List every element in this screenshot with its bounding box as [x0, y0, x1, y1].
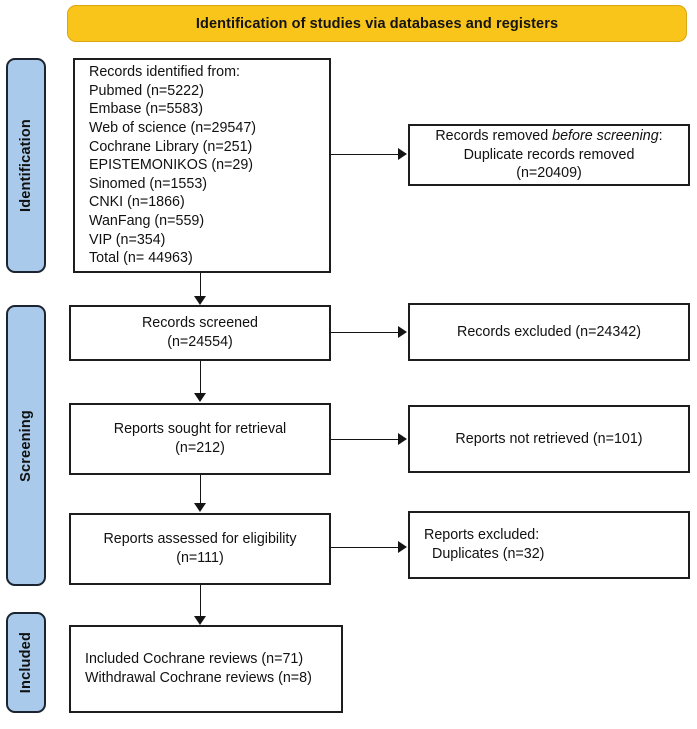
included-reviews-line2: Withdrawal Cochrane reviews (n=8) [85, 670, 312, 686]
connector-screened-to-excluded [331, 332, 398, 333]
records-excluded-line1: Records excluded (n=24342) [457, 323, 641, 340]
phase-tab-screening-label: Screening [18, 409, 34, 482]
reports-excluded-line2: Duplicates (n=32) [432, 546, 545, 562]
connector-identified-to-screened [200, 273, 201, 297]
records-removed-prefix: Records removed [435, 128, 553, 145]
records-identified-source: WanFang (n=559) [89, 212, 205, 229]
arrow-identified-to-screened [194, 296, 206, 305]
connector-assessed-to-included [200, 585, 201, 617]
records-screened-line1: Records screened [141, 315, 259, 332]
records-removed-italic: before screening [552, 128, 659, 145]
reports-assessed-line1: Reports assessed for eligibility [103, 531, 297, 548]
reports-assessed-line2: (n=111) [176, 550, 224, 566]
arrow-screened-to-excluded [398, 326, 407, 338]
records-identified-total: Total (n= 44963) [89, 250, 193, 267]
reports-sought-line1: Reports sought for retrieval [113, 421, 287, 438]
connector-identified-to-removed [331, 154, 398, 155]
arrow-assessed-to-excluded [398, 541, 407, 553]
records-removed-line3: (n=20409) [516, 165, 582, 182]
arrow-sought-to-assessed [194, 503, 206, 512]
banner-title: Identification of studies via databases … [195, 15, 559, 32]
records-identified-source: Embase (n=5583) [89, 101, 204, 118]
connector-sought-to-assessed [200, 475, 201, 504]
records-identified-source: EPISTEMONIKOS (n=29) [89, 157, 254, 174]
records-identified-source: Sinomed (n=1553) [89, 175, 208, 192]
records-removed-line1: Records removed before screening: [435, 127, 662, 146]
records-identified-source: Cochrane Library (n=251) [89, 138, 253, 155]
connector-assessed-to-excluded [331, 547, 398, 548]
arrow-sought-to-not-retrieved [398, 433, 407, 445]
box-records-screened: Records screened (n=24554) [69, 305, 331, 361]
reports-not-retrieved-line1: Reports not retrieved (n=101) [455, 430, 643, 447]
reports-sought-line2: (n=212) [175, 440, 225, 456]
phase-tab-included-label: Included [18, 631, 34, 694]
phase-tab-screening: Screening [6, 305, 46, 586]
box-reports-sought-for-retrieval: Reports sought for retrieval (n=212) [69, 403, 331, 475]
section-banner-identification: Identification of studies via databases … [67, 5, 687, 42]
phase-tab-included: Included [6, 612, 46, 713]
arrow-assessed-to-included [194, 616, 206, 625]
records-removed-line2: Duplicate records removed [463, 146, 635, 163]
reports-excluded-line1: Reports excluded: [424, 527, 540, 544]
arrow-screened-to-sought [194, 393, 206, 402]
box-included-reviews: Included Cochrane reviews (n=71) Withdra… [69, 625, 343, 713]
records-removed-suffix: : [658, 128, 663, 145]
box-reports-assessed-for-eligibility: Reports assessed for eligibility (n=111) [69, 513, 331, 585]
connector-sought-to-not-retrieved [331, 439, 398, 440]
records-identified-source: CNKI (n=1866) [89, 194, 185, 211]
included-reviews-line1: Included Cochrane reviews (n=71) [85, 651, 304, 668]
records-identified-heading: Records identified from: [89, 64, 240, 81]
box-reports-not-retrieved: Reports not retrieved (n=101) [408, 405, 690, 473]
box-records-excluded: Records excluded (n=24342) [408, 303, 690, 361]
box-reports-excluded: Reports excluded: Duplicates (n=32) [408, 511, 690, 579]
phase-tab-identification-label: Identification [18, 118, 34, 213]
records-identified-source: VIP (n=354) [89, 231, 166, 248]
arrow-identified-to-removed [398, 148, 407, 160]
connector-screened-to-sought [200, 361, 201, 394]
box-records-identified: Records identified from: Pubmed (n=5222)… [73, 58, 331, 273]
box-records-removed-before-screening: Records removed before screening: Duplic… [408, 124, 690, 186]
records-screened-line2: (n=24554) [167, 334, 233, 350]
records-identified-source: Pubmed (n=5222) [89, 82, 204, 99]
phase-tab-identification: Identification [6, 58, 46, 273]
records-identified-source: Web of science (n=29547) [89, 120, 257, 137]
